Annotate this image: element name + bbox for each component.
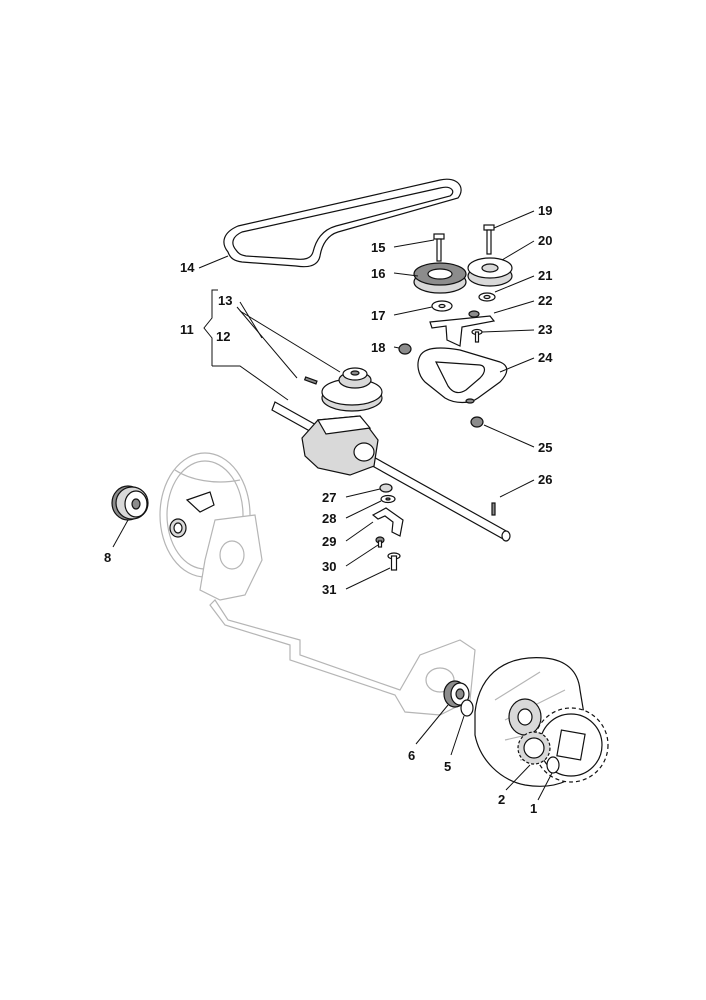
callout-19: 19 — [538, 203, 552, 218]
leader-lines — [112, 210, 553, 801]
bearing-6 — [443, 680, 470, 708]
callout-14: 14 — [180, 260, 195, 275]
bolt-15 — [433, 233, 445, 262]
axle-bracket-ghost — [199, 514, 476, 716]
callout-5: 5 — [444, 759, 451, 774]
callout-18: 18 — [371, 340, 385, 355]
circlip-5 — [460, 699, 474, 717]
pinion-8 — [111, 485, 149, 521]
nut-25 — [470, 416, 484, 428]
left-hub-bushing — [169, 491, 215, 538]
callout-labels: 1 2 5 6 8 11 12 13 14 15 16 17 18 19 20 … — [104, 203, 553, 816]
callout-17: 17 — [371, 308, 385, 323]
drive-belt — [223, 178, 462, 268]
callout-20: 20 — [538, 233, 552, 248]
callout-29: 29 — [322, 534, 336, 549]
callout-1: 1 — [530, 801, 537, 816]
key-12 — [303, 376, 318, 385]
callout-11: 11 — [180, 322, 194, 337]
callout-31: 31 — [322, 582, 336, 597]
clip-29 — [371, 507, 404, 537]
callout-16: 16 — [371, 266, 385, 281]
callout-12: 12 — [216, 329, 230, 344]
callout-25: 25 — [538, 440, 552, 455]
nut-27 — [379, 483, 393, 493]
callout-23: 23 — [538, 322, 552, 337]
pin-26 — [491, 502, 496, 516]
washer-17 — [431, 300, 453, 312]
callout-26: 26 — [538, 472, 552, 487]
callout-13: 13 — [218, 293, 232, 308]
idler-pulley-16 — [413, 262, 467, 294]
screw-30 — [375, 536, 385, 548]
callout-2: 2 — [498, 792, 505, 807]
tension-plate-24 — [417, 347, 508, 404]
gearbox-13 — [301, 367, 383, 476]
screw-23 — [471, 328, 483, 343]
callout-6: 6 — [408, 748, 415, 763]
callout-8: 8 — [104, 550, 111, 565]
callout-28: 28 — [322, 511, 336, 526]
washer-21 — [478, 292, 496, 302]
bolt-31 — [387, 552, 401, 571]
washer-28 — [380, 494, 396, 504]
callout-24: 24 — [538, 350, 553, 365]
callout-21: 21 — [538, 268, 552, 283]
nut-18 — [398, 343, 412, 355]
callout-15: 15 — [371, 240, 385, 255]
callout-30: 30 — [322, 559, 336, 574]
pulley-20 — [467, 257, 513, 287]
bolt-19 — [483, 224, 495, 255]
callout-27: 27 — [322, 490, 336, 505]
bracket-22 — [429, 310, 496, 347]
callout-22: 22 — [538, 293, 552, 308]
pinion-2 — [517, 731, 551, 765]
circlip-1 — [546, 756, 560, 774]
